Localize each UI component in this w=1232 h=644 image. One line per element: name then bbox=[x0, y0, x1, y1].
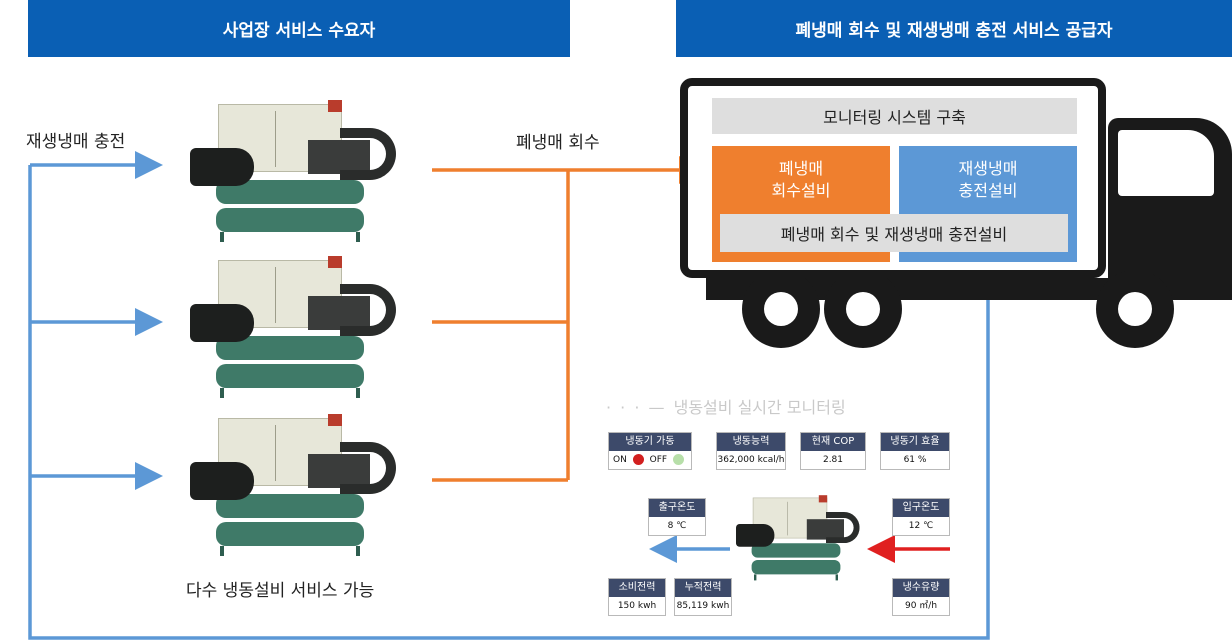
combined-equipment-bar: 폐냉매 회수 및 재생냉매 충전설비 bbox=[720, 214, 1068, 252]
truck-wheel-1 bbox=[742, 270, 820, 348]
cumulative-power-card: 누적전력 85,119 kwh bbox=[674, 578, 732, 616]
truck-wheel-3 bbox=[1096, 270, 1174, 348]
truck-wheel-2 bbox=[824, 270, 902, 348]
demand-side-header: 사업장 서비스 수요자 bbox=[28, 0, 570, 57]
flow-value: 90 ㎥/h bbox=[904, 601, 938, 611]
recovery-equipment-line2: 회수설비 bbox=[771, 181, 831, 200]
truck-window bbox=[1118, 130, 1214, 196]
chiller-unit-3 bbox=[190, 412, 410, 562]
operation-status-label: 냉동기 가동 bbox=[609, 433, 691, 451]
capacity-value: 362,000 kcal/h bbox=[717, 455, 785, 465]
inlet-temp-label: 입구온도 bbox=[893, 499, 949, 517]
capacity-label: 냉동능력 bbox=[717, 433, 785, 451]
operation-status-value: ON OFF bbox=[609, 451, 691, 469]
flow-card: 냉수유량 90 ㎥/h bbox=[892, 578, 950, 616]
cop-label: 현재 COP bbox=[801, 433, 865, 451]
supply-side-header: 폐냉매 회수 및 재생냉매 충전 서비스 공급자 bbox=[676, 0, 1232, 57]
off-text: OFF bbox=[649, 455, 668, 465]
outlet-temp-value: 8 ℃ bbox=[667, 521, 687, 531]
power-label: 소비전력 bbox=[609, 579, 665, 597]
inlet-temp-value: 12 ℃ bbox=[908, 521, 934, 531]
inlet-temp-card: 입구온도 12 ℃ bbox=[892, 498, 950, 536]
efficiency-value: 61 % bbox=[903, 455, 927, 465]
recovery-label: 폐냉매 회수 bbox=[516, 133, 600, 153]
recovery-line bbox=[432, 156, 707, 482]
monitor-system-bar: 모니터링 시스템 구축 bbox=[712, 98, 1077, 134]
on-text: ON bbox=[613, 455, 627, 465]
efficiency-label: 냉동기 효율 bbox=[881, 433, 949, 451]
on-indicator-icon bbox=[632, 454, 644, 465]
multi-service-label: 다수 냉동설비 서비스 가능 bbox=[186, 581, 375, 601]
supply-side-header-text: 폐냉매 회수 및 재생냉매 충전 서비스 공급자 bbox=[795, 21, 1113, 41]
recharge-label: 재생냉매 충전 bbox=[26, 132, 126, 152]
chiller-unit-1 bbox=[190, 98, 410, 248]
cumulative-power-value: 85,119 kwh bbox=[676, 601, 730, 611]
demand-side-header-text: 사업장 서비스 수요자 bbox=[222, 21, 376, 41]
recovery-equipment-line1: 폐냉매 bbox=[778, 159, 824, 178]
power-value: 150 kwh bbox=[617, 601, 657, 611]
operation-status-card: 냉동기 가동 ON OFF bbox=[608, 432, 692, 470]
cop-card: 현재 COP 2.81 bbox=[800, 432, 866, 470]
charging-equipment-line1: 재생냉매 bbox=[958, 159, 1018, 178]
efficiency-card: 냉동기 효율 61 % bbox=[880, 432, 950, 470]
cop-value: 2.81 bbox=[822, 455, 844, 465]
monitoring-title: · · · — 냉동설비 실시간 모니터링 bbox=[606, 398, 846, 417]
chiller-unit-2 bbox=[190, 254, 410, 404]
charging-equipment-line2: 충전설비 bbox=[958, 181, 1018, 200]
capacity-card: 냉동능력 362,000 kcal/h bbox=[716, 432, 786, 470]
monitored-chiller bbox=[736, 494, 868, 584]
recharge-line bbox=[28, 151, 990, 640]
monitoring-title-text: 냉동설비 실시간 모니터링 bbox=[673, 398, 846, 417]
power-card: 소비전력 150 kwh bbox=[608, 578, 666, 616]
cumulative-power-label: 누적전력 bbox=[675, 579, 731, 597]
outlet-temp-card: 출구온도 8 ℃ bbox=[648, 498, 706, 536]
flow-label: 냉수유량 bbox=[893, 579, 949, 597]
outlet-temp-label: 출구온도 bbox=[649, 499, 705, 517]
off-indicator-icon bbox=[672, 454, 684, 465]
